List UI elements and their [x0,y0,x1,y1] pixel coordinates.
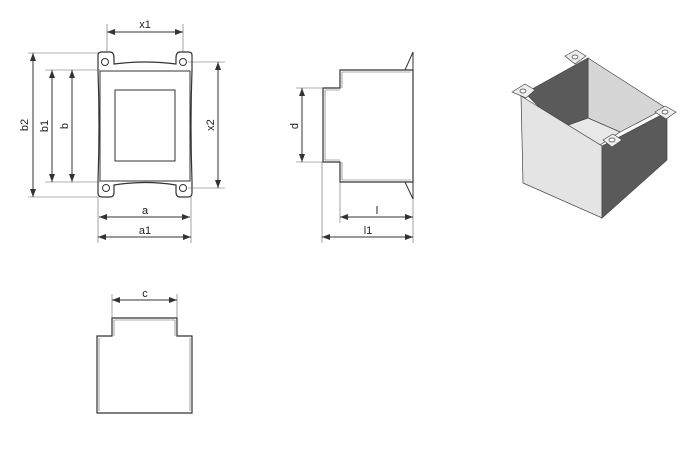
front-frame [99,70,191,182]
dim-label-a: a [142,205,149,217]
mount-hole-icon [608,137,616,143]
bottom-body [96,317,193,414]
mount-hole-icon [102,184,110,192]
dim-label-x1: x1 [139,19,151,31]
mount-hole-icon [661,109,669,115]
dim-label-l: l [376,205,378,217]
bottom-view: c [96,288,193,414]
side-view: d l l1 [289,51,414,243]
dim-label-x2: x2 [205,119,217,131]
mount-hole-icon [179,184,187,192]
mount-hole-icon [519,88,527,94]
mount-hole-icon [571,54,579,60]
isometric-view [511,49,677,219]
front-window [114,89,176,162]
front-view: x1 b2 b1 b x2 a a1 [19,19,225,243]
dim-label-a1: a1 [139,225,151,237]
side-body [322,69,414,183]
dim-label-b2: b2 [19,119,31,131]
mount-hole-icon [179,58,187,66]
front-body [97,51,193,198]
dim-label-b1: b1 [39,120,51,132]
dim-label-l1: l1 [364,225,373,237]
dim-label-d: d [289,123,301,129]
mount-hole-icon [101,58,109,66]
dim-label-b: b [59,123,71,129]
dim-label-c: c [142,288,148,300]
